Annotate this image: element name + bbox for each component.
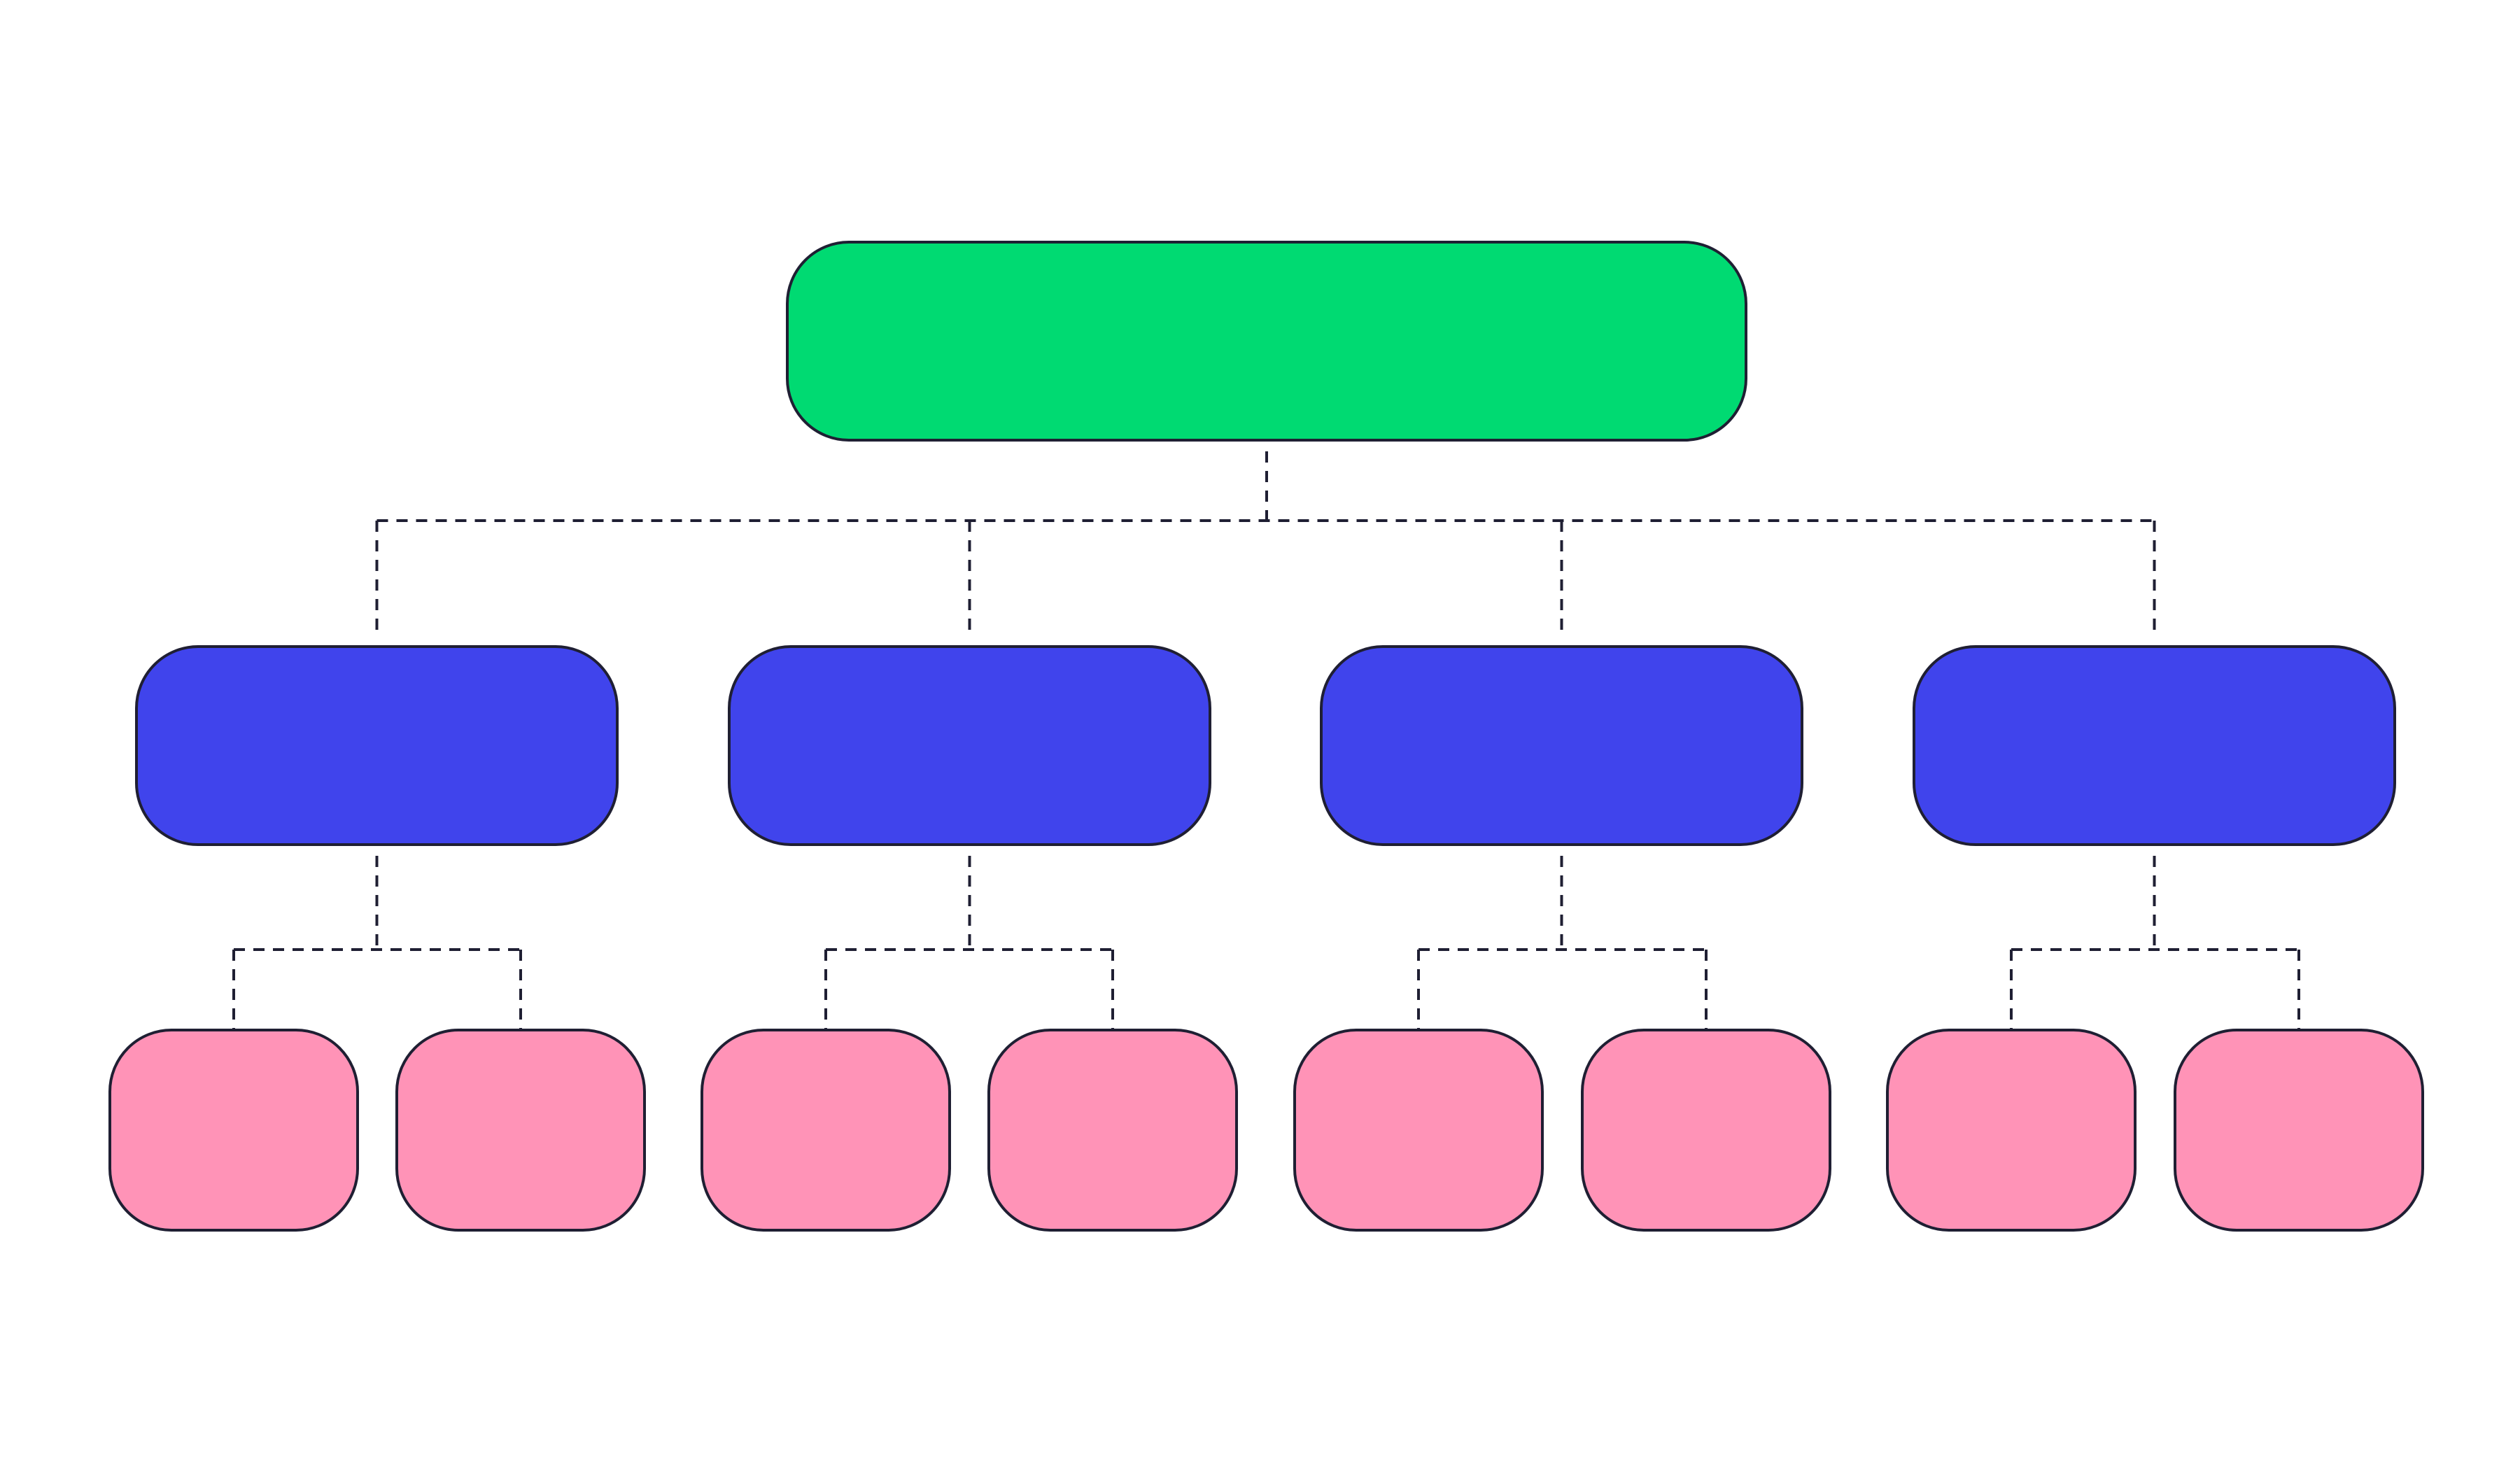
level2-node-4-2-box (2174, 1029, 2424, 1232)
level2-node-3-1-box (1293, 1029, 1544, 1232)
level2-node-3-1[interactable] (1293, 1029, 1544, 1232)
level2-node-2-2[interactable] (987, 1029, 1238, 1232)
level2-node-2-1-box (701, 1029, 951, 1232)
level2-node-4-1[interactable] (1886, 1029, 2137, 1232)
level2-node-4-1-box (1886, 1029, 2137, 1232)
level2-node-1-2-box (395, 1029, 646, 1232)
level1-node-1-box (135, 645, 619, 846)
level2-node-1-1-box (108, 1029, 359, 1232)
level1-node-4[interactable] (1913, 645, 2396, 846)
root-node[interactable] (786, 241, 1747, 442)
tree-nodes (108, 241, 2424, 1232)
level2-node-1-2[interactable] (395, 1029, 646, 1232)
level2-node-2-1[interactable] (701, 1029, 951, 1232)
level2-node-3-2[interactable] (1581, 1029, 1831, 1232)
level2-node-4-2[interactable] (2174, 1029, 2424, 1232)
level1-node-2-box (728, 645, 1211, 846)
level1-node-3-box (1320, 645, 1803, 846)
level2-node-2-2-box (987, 1029, 1238, 1232)
connector-lines (232, 451, 2300, 1030)
root-node-box (786, 241, 1747, 442)
level1-node-4-box (1913, 645, 2396, 846)
level2-node-1-1[interactable] (108, 1029, 359, 1232)
level1-node-3[interactable] (1320, 645, 1803, 846)
level1-node-2[interactable] (728, 645, 1211, 846)
level1-node-1[interactable] (135, 645, 619, 846)
level2-node-3-2-box (1581, 1029, 1831, 1232)
